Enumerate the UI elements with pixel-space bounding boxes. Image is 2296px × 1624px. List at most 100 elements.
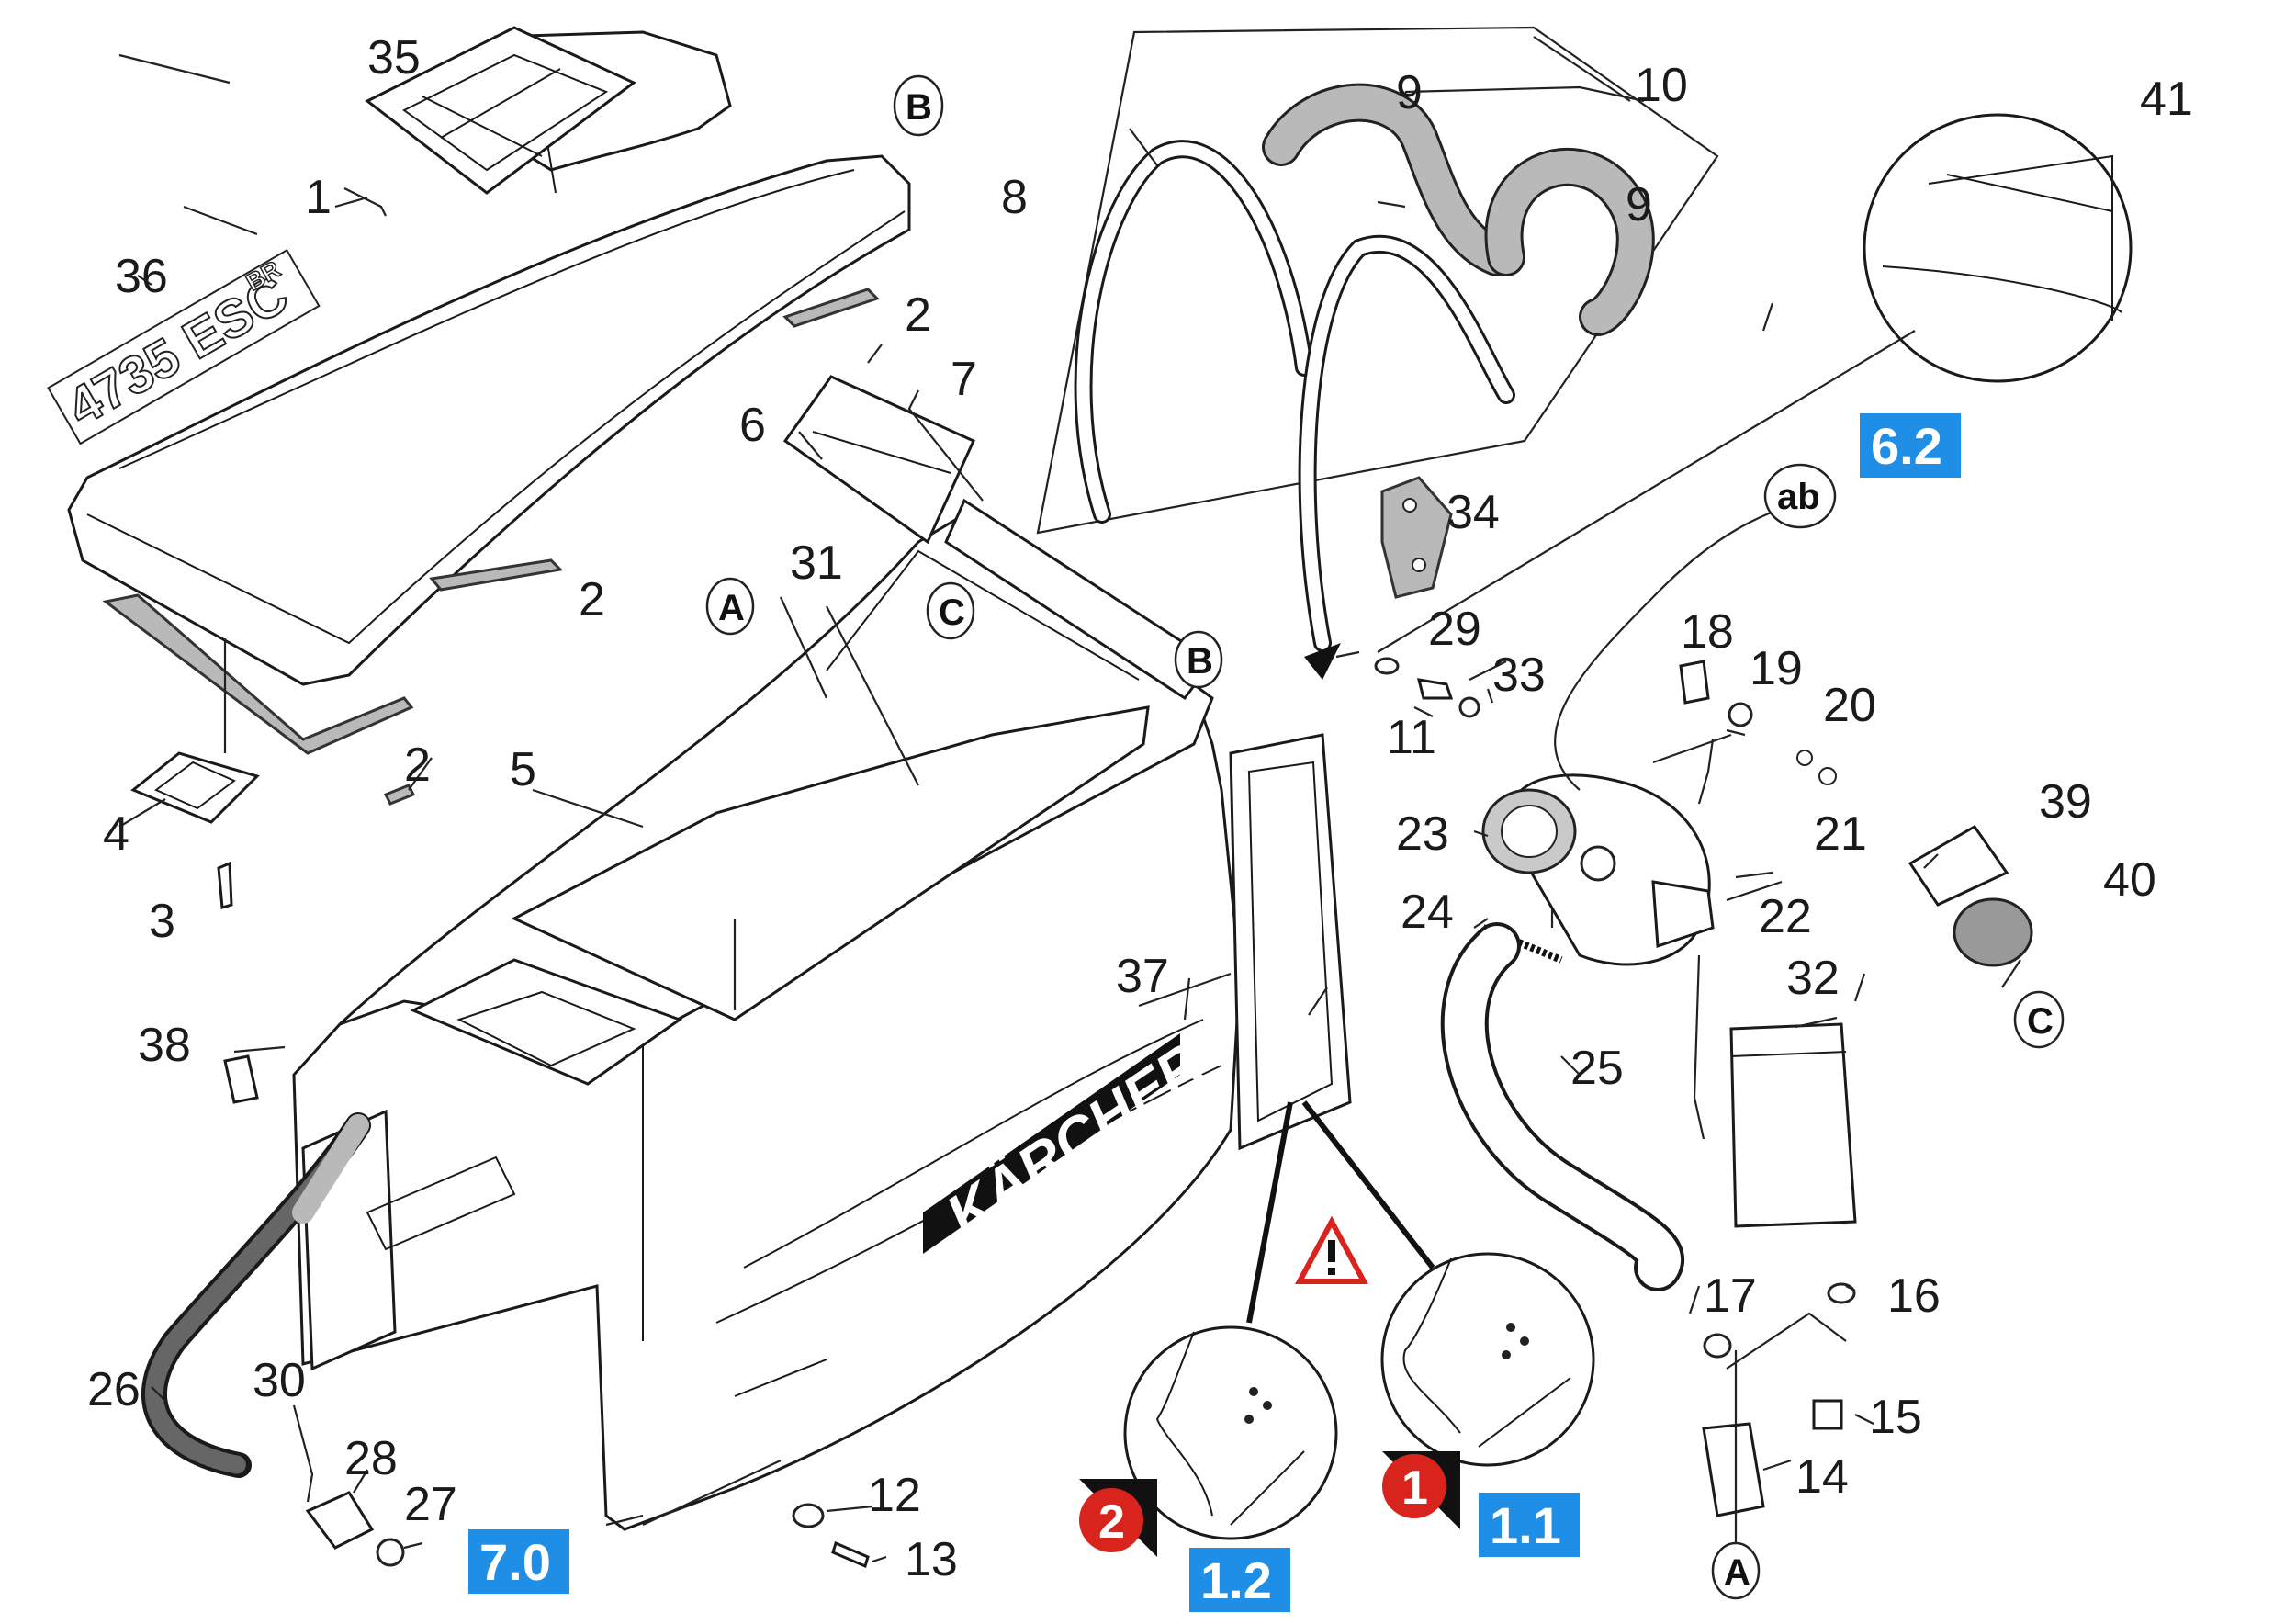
svg-text:1: 1	[1401, 1461, 1428, 1515]
detail-circle-1-2	[1123, 1101, 1338, 1540]
label-14: 14	[1795, 1450, 1849, 1504]
label-13: 13	[905, 1533, 958, 1586]
label-35: 35	[367, 31, 421, 85]
label-39: 39	[2039, 775, 2092, 829]
small-parts-18-21	[1374, 657, 1837, 785]
svg-text:ab: ab	[1777, 477, 1820, 517]
label-19: 19	[1750, 642, 1803, 695]
drain-hose-26	[141, 1112, 371, 1478]
hose-9-upper	[1262, 83, 1516, 276]
float-switch-assembly	[1702, 1282, 1856, 1517]
label-29: 29	[1428, 603, 1481, 656]
svg-text:2: 2	[1098, 1495, 1125, 1549]
label-8: 8	[1001, 171, 1028, 224]
ref-1-1: 1.1	[1479, 1493, 1580, 1557]
bracket-34	[1380, 476, 1453, 599]
ref-6-2: 6.2	[1860, 413, 1961, 478]
label-34: 34	[1446, 486, 1500, 539]
bolts-12-13	[792, 1503, 870, 1569]
svg-text:A: A	[718, 588, 745, 628]
marker-B-top: B	[893, 74, 944, 137]
gasket-strips	[102, 288, 880, 806]
leader-lines	[118, 36, 2021, 1563]
hose-25	[1440, 922, 1684, 1291]
part-numbers: 35 1 36 8 2 7 6 31 2 2 5 4 3 9 10 9 41 3…	[87, 31, 2193, 1586]
svg-text:7.0: 7.0	[479, 1533, 551, 1591]
marker-A-bottom: A	[1711, 1541, 1761, 1600]
label-10: 10	[1635, 59, 1688, 112]
label-32: 32	[1786, 952, 1840, 1005]
label-2-top: 2	[905, 288, 931, 342]
label-11: 11	[1387, 711, 1436, 764]
label-27: 27	[404, 1478, 457, 1531]
sticker-38	[223, 1054, 259, 1104]
label-20: 20	[1823, 679, 1876, 732]
label-37: 37	[1116, 950, 1169, 1003]
label-41: 41	[2140, 73, 2193, 126]
ref-7-0: 7.0	[468, 1529, 569, 1594]
svg-text:B: B	[906, 87, 932, 128]
label-9-top: 9	[1396, 66, 1423, 119]
label-25: 25	[1570, 1042, 1624, 1095]
drain-cap-27-28	[305, 1491, 405, 1567]
gasket-23	[1481, 788, 1577, 874]
marker-ab: ab	[1763, 463, 1837, 529]
label-24: 24	[1401, 885, 1454, 939]
reference-tags: 6.2 7.0 1.1 1.2	[468, 413, 1961, 1612]
svg-text:B: B	[1187, 641, 1213, 682]
label-23: 23	[1396, 807, 1449, 861]
label-9-mid: 9	[1626, 178, 1652, 231]
label-31: 31	[790, 536, 843, 590]
label-7: 7	[951, 353, 977, 406]
ref-1-2: 1.2	[1189, 1548, 1290, 1612]
label-28: 28	[344, 1432, 398, 1485]
badge-2: 2	[1079, 1479, 1157, 1557]
label-30: 30	[253, 1354, 306, 1407]
badge-1: 1	[1382, 1451, 1460, 1529]
callout-markers: B A C B ab C A	[705, 74, 2065, 1600]
filter-39-40	[1908, 825, 2033, 967]
marker-B-mid: B	[1174, 630, 1223, 689]
marker-C-top: C	[926, 581, 975, 640]
label-36: 36	[115, 250, 168, 303]
label-17: 17	[1704, 1269, 1757, 1323]
main-housing	[292, 498, 1352, 1531]
detail-circle-1-1	[1301, 1100, 1595, 1467]
bracket-4	[130, 751, 260, 824]
label-6: 6	[739, 399, 766, 452]
step-badges: 1 2	[1079, 1451, 1460, 1557]
svg-text:C: C	[939, 592, 965, 633]
label-3: 3	[149, 895, 175, 948]
label-12: 12	[868, 1469, 921, 1522]
label-21: 21	[1814, 807, 1867, 861]
marker-C-right: C	[2013, 990, 2065, 1049]
hose-9-lower	[1484, 147, 1655, 336]
bag-32	[1729, 1022, 1857, 1228]
label-1: 1	[305, 171, 332, 224]
label-40: 40	[2103, 853, 2156, 907]
suction-motor-22	[1506, 503, 1792, 966]
svg-text:A: A	[1724, 1552, 1750, 1593]
arrow-to-panel	[1304, 643, 1341, 680]
svg-text:1.2: 1.2	[1200, 1551, 1272, 1609]
rear-panel-6	[782, 375, 975, 545]
svg-text:6.2: 6.2	[1871, 417, 1942, 475]
detail-41	[1377, 113, 2133, 653]
lid	[67, 154, 911, 686]
label-22: 22	[1759, 890, 1812, 943]
label-16: 16	[1887, 1269, 1941, 1323]
marker-A-top: A	[705, 577, 755, 636]
svg-text:C: C	[2027, 1001, 2054, 1042]
label-2-mid: 2	[579, 573, 605, 626]
handle-frame	[1074, 140, 1515, 652]
label-26: 26	[87, 1363, 141, 1416]
label-2-low: 2	[404, 739, 431, 792]
label-5: 5	[510, 743, 536, 796]
filter-grille	[365, 26, 636, 195]
svg-text:1.1: 1.1	[1490, 1496, 1561, 1554]
warning-triangle-icon	[1294, 1215, 1369, 1284]
screw-3	[217, 861, 233, 909]
label-15: 15	[1869, 1391, 1922, 1444]
label-4: 4	[103, 807, 129, 861]
